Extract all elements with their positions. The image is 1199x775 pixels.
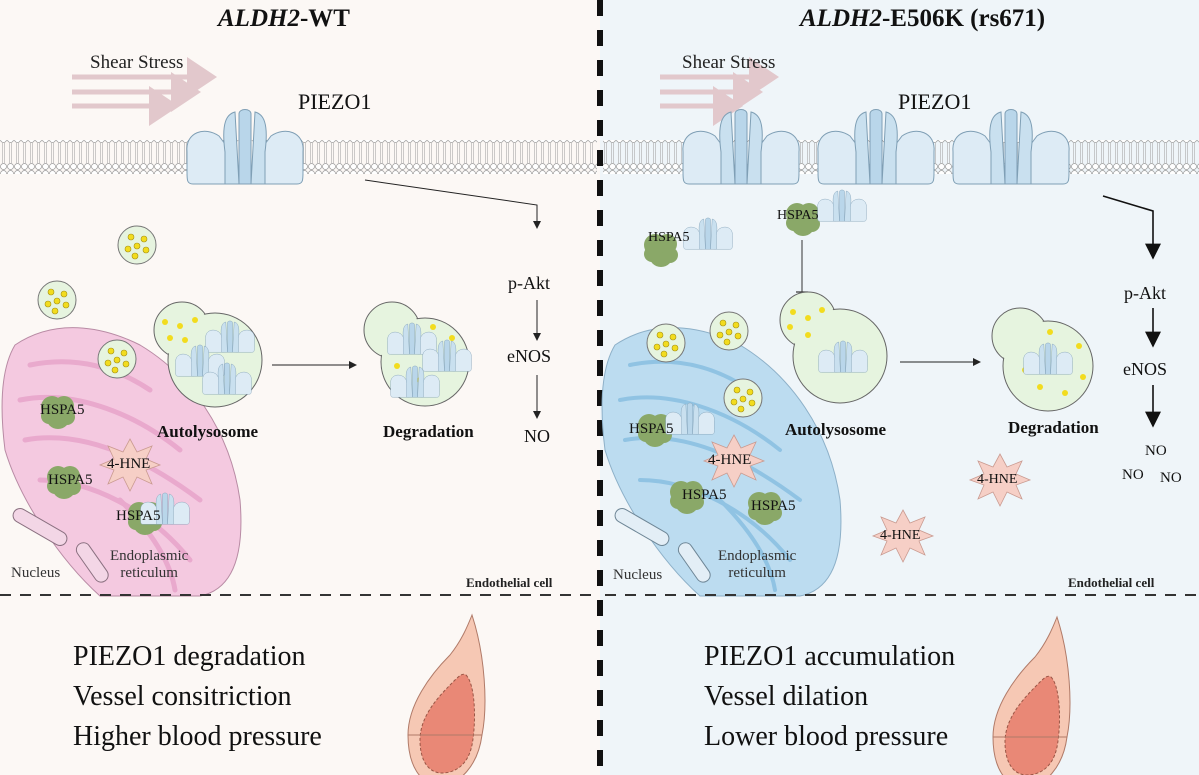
piezo1-channel: [952, 109, 1070, 185]
degradation-label: Degradation: [383, 422, 474, 441]
enos-label: eNOS: [1123, 359, 1167, 379]
cell-boundary-left: [0, 594, 595, 596]
enos-label: eNOS: [507, 346, 551, 366]
piezo1-label: PIEZO1: [898, 89, 972, 114]
4-hne-label: 4-HNE: [708, 452, 752, 468]
wt-title: ALDH2-WT: [218, 5, 350, 32]
mutant-summary: PIEZO1 accumulation Vessel dilation Lowe…: [704, 637, 955, 757]
wt-summary: PIEZO1 degradation Vessel consitriction …: [73, 637, 322, 757]
hspa5-label: HSPA5: [116, 508, 161, 524]
no-label: NO: [1145, 443, 1167, 459]
vesicle: [97, 339, 137, 379]
shear-stress-label: Shear Stress: [90, 52, 184, 73]
vesicle: [37, 280, 77, 320]
vesicle: [723, 378, 763, 418]
hspa5-label: HSPA5: [682, 487, 727, 503]
summary-line: PIEZO1 degradation: [73, 641, 306, 672]
autolysosome-label: Autolysosome: [157, 422, 259, 441]
signal-arrow: [364, 179, 541, 229]
vessel-constricted: [407, 614, 486, 775]
no-label: NO: [1160, 470, 1182, 486]
hspa5-label: HSPA5: [751, 498, 796, 514]
summary-line: Lower blood pressure: [704, 721, 949, 752]
degradation-vesicle-left: [363, 301, 471, 407]
piezo1-bound: [684, 218, 733, 249]
pakt-label: p-Akt: [508, 273, 550, 293]
hspa5-label: HSPA5: [40, 402, 85, 418]
4-hne-label: 4-HNE: [977, 472, 1018, 487]
mutant-title: ALDH2-E506K (rs671): [800, 5, 1046, 32]
endothelial-cell-label: Endothelial cell: [1068, 575, 1155, 590]
piezo1-channel: [682, 109, 800, 185]
piezo1-label: PIEZO1: [298, 89, 372, 114]
hspa5-label: HSPA5: [629, 421, 674, 437]
piezo1-channel: [817, 109, 935, 185]
nucleus-label: Nucleus: [613, 567, 663, 583]
degradation-label: Degradation: [1008, 418, 1099, 437]
hspa5-label: HSPA5: [48, 472, 93, 488]
degradation-vesicle-right: [991, 307, 1094, 412]
summary-line: PIEZO1 accumulation: [704, 641, 956, 672]
nucleus-label: Nucleus: [11, 565, 61, 581]
hspa5-label: HSPA5: [777, 208, 819, 223]
signal-arrow: [1102, 195, 1161, 260]
no-label: NO: [1122, 467, 1144, 483]
vesicle: [117, 225, 157, 265]
vesicle: [646, 323, 686, 363]
no-label: NO: [524, 426, 550, 446]
endothelial-cell-label: Endothelial cell: [466, 575, 553, 590]
summary-line: Vessel dilation: [704, 681, 869, 712]
piezo1-bound: [818, 190, 867, 221]
hspa5-label: HSPA5: [648, 230, 690, 245]
4-hne-label: 4-HNE: [107, 456, 151, 472]
pakt-label: p-Akt: [1124, 283, 1166, 303]
4-hne-label: 4-HNE: [880, 528, 921, 543]
autolysosome-label: Autolysosome: [785, 420, 887, 439]
summary-line: Vessel consitriction: [73, 681, 292, 712]
piezo1-channel: [186, 109, 304, 185]
vesicle: [709, 311, 749, 351]
vessel-dilated: [992, 616, 1071, 775]
cell-boundary-right: [605, 594, 1199, 596]
autolysosome-right: [779, 291, 888, 404]
panel-divider: [597, 0, 603, 775]
summary-line: Higher blood pressure: [73, 721, 322, 752]
autolysosome-left: [153, 301, 263, 408]
shear-stress-label: Shear Stress: [682, 52, 776, 73]
